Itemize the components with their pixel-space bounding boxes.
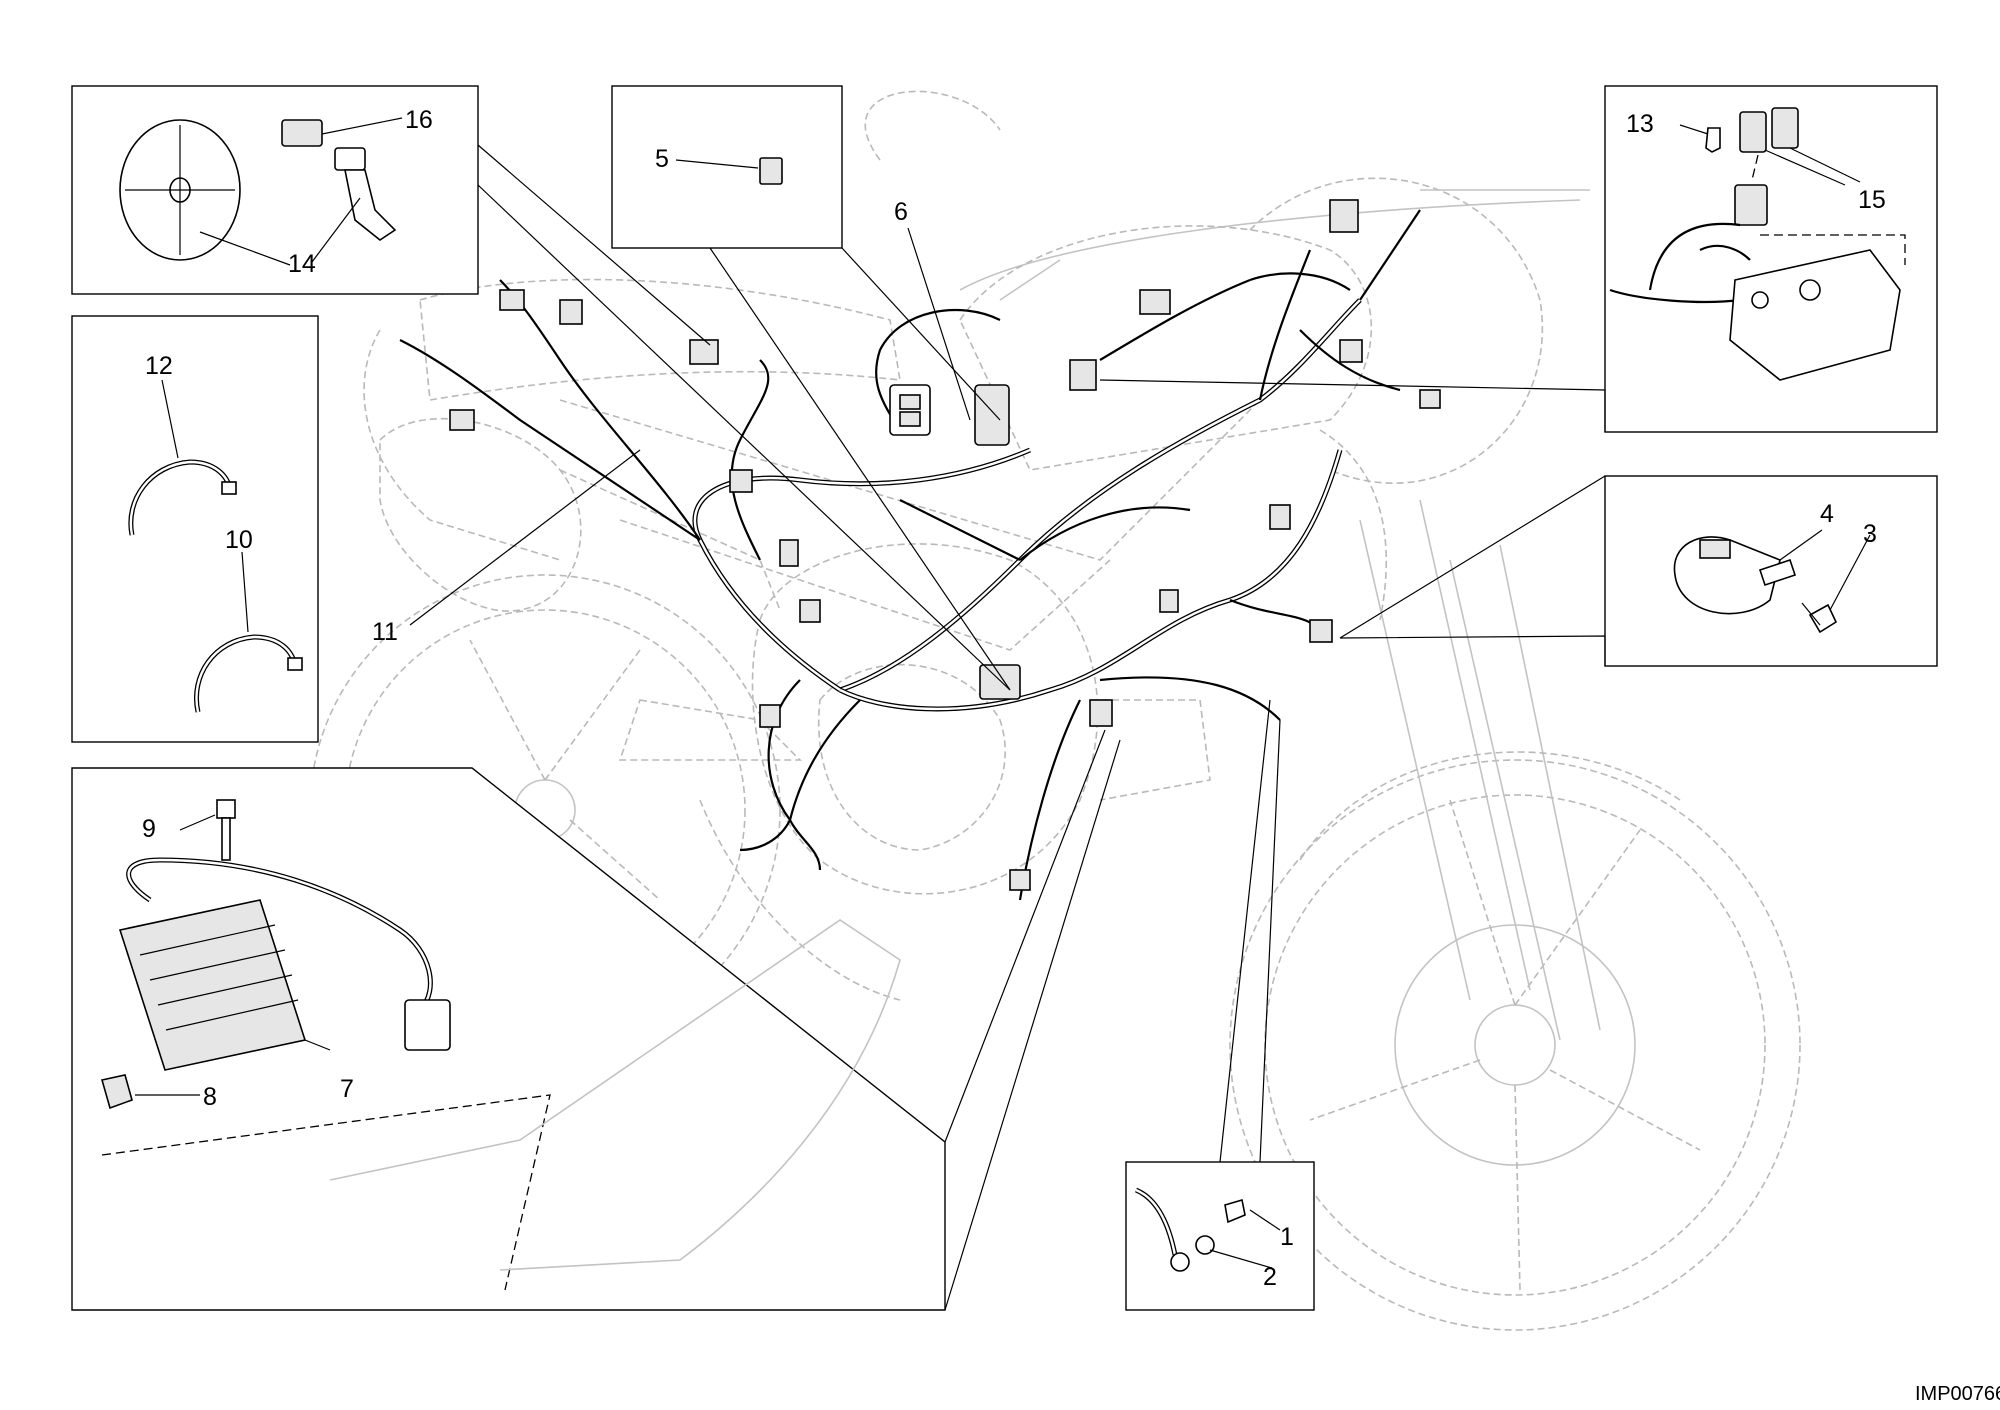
leader-lines — [409, 144, 1606, 1311]
callout-15: 15 — [1858, 186, 1886, 214]
main-wiring-harness — [399, 199, 1441, 901]
callout-11: 11 — [372, 618, 398, 646]
callout-7: 7 — [340, 1075, 354, 1103]
bolt-icon — [1224, 1198, 1246, 1224]
relay-icon — [1739, 111, 1767, 153]
screw-icon — [1808, 603, 1838, 634]
callout-2: 2 — [1263, 1263, 1277, 1291]
motorcycle-outline — [309, 90, 1801, 1331]
callout-3: 3 — [1863, 520, 1877, 548]
fuse-icon — [759, 157, 783, 185]
callout-10: 10 — [225, 526, 253, 554]
callout-6: 6 — [894, 198, 908, 226]
connector-icon — [281, 119, 323, 147]
callout-9: 9 — [142, 815, 156, 843]
inset-box-5 — [611, 85, 843, 249]
inset-box-1-2 — [1125, 1161, 1315, 1311]
inset-box-7-8-9 — [71, 767, 946, 1311]
leader-6 — [907, 227, 971, 421]
screw-icon — [1705, 127, 1721, 153]
callout-4: 4 — [1820, 500, 1834, 528]
callout-1: 1 — [1280, 1223, 1294, 1251]
callout-13: 13 — [1626, 110, 1654, 138]
inset-box-10-12 — [71, 315, 319, 743]
callout-12: 12 — [145, 352, 173, 380]
callout-16: 16 — [405, 106, 433, 134]
inset-box-14-16 — [71, 85, 479, 295]
callout-5: 5 — [655, 145, 669, 173]
inset-box-13-15 — [1604, 85, 1938, 433]
callout-8: 8 — [203, 1083, 217, 1111]
drawing-code: IMP00766 — [1915, 1383, 2000, 1405]
inset-box-3-4 — [1604, 475, 1938, 667]
callout-14: 14 — [288, 250, 316, 278]
